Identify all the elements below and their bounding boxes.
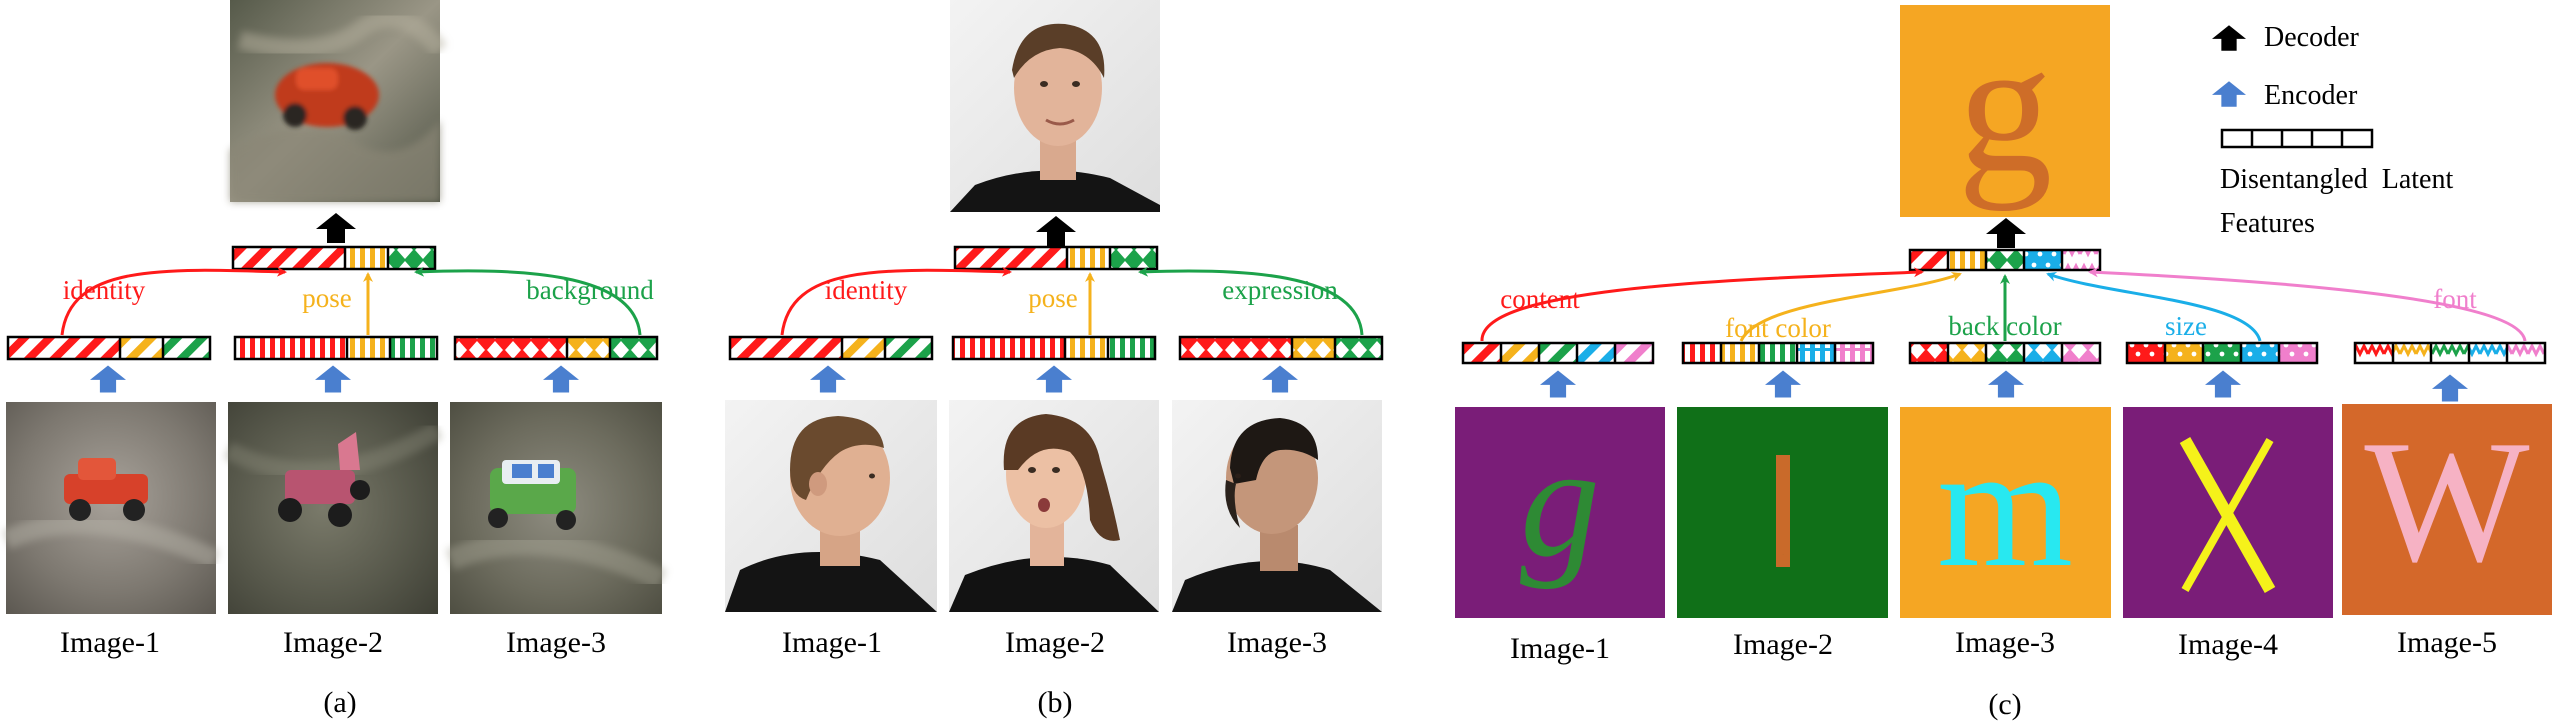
- panel-b-input-image-2: [949, 400, 1159, 612]
- panel-a-output-image: [230, 0, 448, 202]
- latent-vector-image-3: [1908, 341, 2102, 365]
- latent-vector-combined: [953, 245, 1159, 271]
- encoder-legend-icon: [2212, 81, 2246, 107]
- panel-c: g: [1455, 2, 2552, 721]
- arrow-identity: [780, 266, 1012, 336]
- panel-c-input-image-1: g: [1455, 407, 1665, 618]
- encoder-arrow-icon: [1036, 365, 1072, 393]
- legend-features-label-2: Features: [2220, 208, 2315, 239]
- legend-latent-vector-icon: [2220, 128, 2374, 149]
- label-identity: identity: [825, 275, 908, 305]
- latent-vector-image-5: [2353, 341, 2547, 365]
- encoder-arrow-icon: [1262, 365, 1298, 393]
- image-label: Image-2: [283, 626, 383, 659]
- panel-b-input-image-1: [725, 400, 937, 612]
- panel-a-input-image-3: [445, 402, 667, 614]
- image-label: Image-3: [1955, 626, 2055, 659]
- legend: Decoder Encoder Disentangled Latent Feat…: [2212, 22, 2453, 239]
- encoder-arrow-icon: [1540, 370, 1576, 398]
- label-pose: pose: [1028, 283, 1078, 313]
- encoder-arrow-icon: [1988, 370, 2024, 398]
- latent-vector-image-2: [1681, 341, 1875, 365]
- input-glyph: m: [1937, 409, 2073, 603]
- decoder-legend-icon: [2212, 25, 2246, 51]
- input-glyph-bar: [1776, 455, 1790, 567]
- legend-features-label-1: Disentangled Latent: [2220, 164, 2453, 195]
- label-expression: expression: [1222, 275, 1338, 305]
- label-font-color: font color: [1725, 313, 1831, 343]
- panel-caption: (c): [1988, 688, 2021, 721]
- encoder-arrow-icon: [810, 365, 846, 393]
- image-label: Image-1: [782, 626, 882, 659]
- input-glyph: X: [2228, 539, 2229, 541]
- image-label: Image-1: [60, 626, 160, 659]
- latent-vector-image-3: [1178, 335, 1384, 361]
- input-glyph-stroke: [2181, 438, 2274, 592]
- label-back-color: back color: [1948, 311, 2061, 341]
- arrow-background: [414, 266, 642, 336]
- decoder-arrow-icon: [1036, 216, 1076, 246]
- encoder-arrow-icon: [2205, 370, 2241, 398]
- latent-vector-image-1: [1461, 341, 1655, 365]
- arrow-font-color: [1739, 272, 1962, 342]
- decoder-arrow-icon: [316, 213, 356, 243]
- encoder-arrow-icon: [1765, 370, 1801, 398]
- image-label: Image-1: [1510, 632, 1610, 665]
- label-background: background: [526, 275, 654, 305]
- latent-vector-image-2: [951, 335, 1157, 361]
- arrow-content: [1480, 267, 1924, 342]
- latent-vector-image-4: [2125, 341, 2319, 365]
- input-glyph: g: [1520, 412, 1600, 590]
- legend-decoder-label: Decoder: [2264, 22, 2360, 53]
- arrow-size: [2046, 271, 2262, 342]
- latent-vector-image-3: [453, 335, 659, 361]
- image-label: Image-2: [1733, 628, 1833, 661]
- latent-vector-combined: [231, 245, 437, 271]
- panel-c-input-image-5: W: [2342, 404, 2552, 615]
- panel-b-output-image: [950, 0, 1160, 212]
- panel-a-input-image-1: [1, 402, 221, 614]
- panel-c-input-image-4: X: [2123, 407, 2333, 618]
- label-size: size: [2165, 311, 2207, 341]
- panel-b-input-image-3: [1172, 400, 1382, 612]
- encoder-arrow-icon: [90, 365, 126, 393]
- panel-c-output-image: g: [1900, 2, 2110, 217]
- arrow-identity: [60, 266, 287, 336]
- image-label: Image-3: [506, 626, 606, 659]
- arrow-expression: [1138, 266, 1364, 336]
- panel-a-input-image-2: [223, 402, 443, 614]
- encoder-arrow-icon: [2432, 374, 2468, 402]
- panel-b: identity pose expression: [725, 0, 1384, 719]
- image-label: Image-4: [2178, 628, 2278, 661]
- output-glyph: g: [1958, 2, 2053, 212]
- image-label: Image-3: [1227, 626, 1327, 659]
- decoder-arrow-icon: [1986, 218, 2026, 248]
- legend-encoder-label: Encoder: [2264, 80, 2358, 111]
- label-pose: pose: [302, 283, 352, 313]
- encoder-arrow-icon: [315, 365, 351, 393]
- panel-caption: (b): [1038, 686, 1073, 719]
- input-glyph: W: [2364, 404, 2529, 598]
- panel-c-input-image-3: m: [1900, 407, 2111, 618]
- image-label: Image-5: [2397, 626, 2497, 659]
- panel-caption: (a): [323, 686, 356, 719]
- label-identity: identity: [63, 275, 146, 305]
- latent-vector-image-1: [6, 335, 212, 361]
- label-content: content: [1500, 284, 1580, 314]
- latent-vector-image-1: [728, 335, 934, 361]
- arrow-font: [2088, 267, 2527, 342]
- panel-c-input-image-2: l: [1677, 407, 1888, 618]
- label-font: font: [2433, 284, 2477, 314]
- panel-a: identity pose background: [1, 0, 667, 719]
- image-label: Image-2: [1005, 626, 1105, 659]
- latent-vector-image-2: [233, 335, 439, 361]
- encoder-arrow-icon: [543, 365, 579, 393]
- latent-vector-combined: [1908, 248, 2102, 272]
